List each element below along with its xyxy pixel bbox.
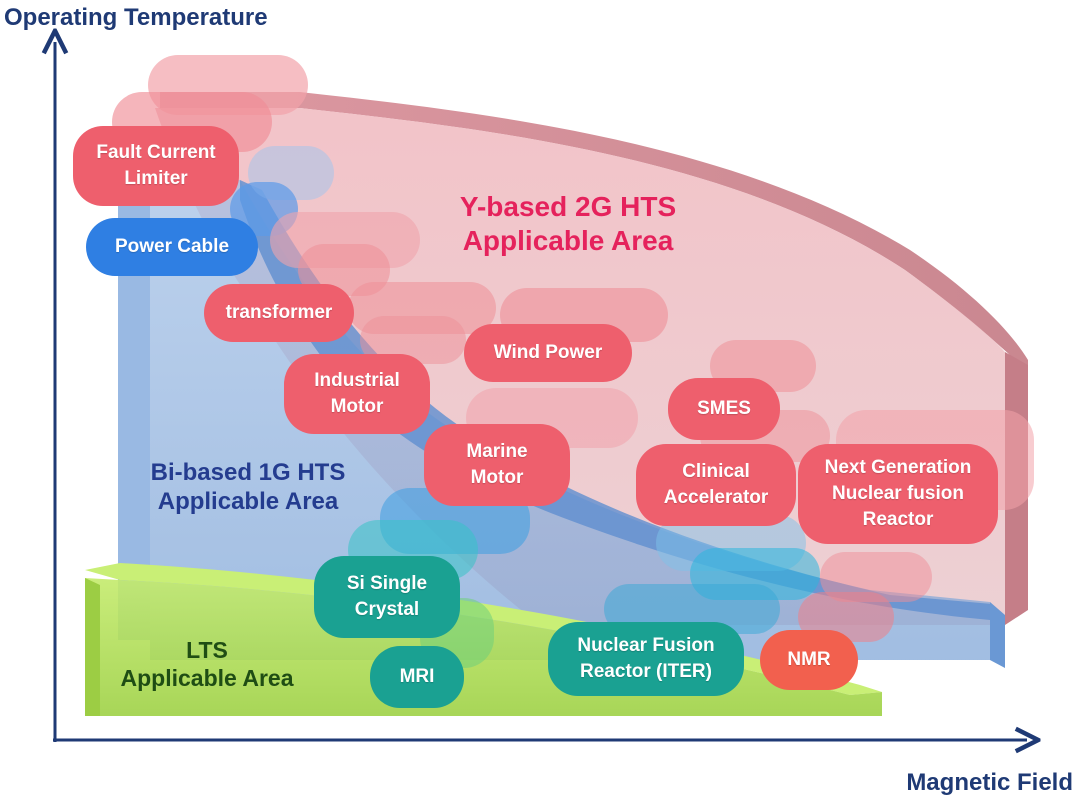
app-next-gen-fusion-reactor: Next Generation Nuclear fusion Reactor (798, 444, 998, 544)
y-axis-title: Operating Temperature (4, 4, 268, 31)
app-transformer: transformer (204, 284, 354, 342)
app-smes: SMES (668, 378, 780, 440)
app-clinical-accelerator: Clinical Accelerator (636, 444, 796, 526)
app-wind-power: Wind Power (464, 324, 632, 382)
app-nuclear-fusion-iter: Nuclear Fusion Reactor (ITER) (548, 622, 744, 696)
app-power-cable: Power Cable (86, 218, 258, 276)
y-2g-top-edge (160, 92, 1028, 372)
app-mri: MRI (370, 646, 464, 708)
bi-1g-area-label: Bi-based 1G HTS Applicable Area (150, 459, 346, 516)
y-2g-area-label: Y-based 2G HTS Applicable Area (459, 191, 677, 257)
bi-1g-back (118, 170, 150, 640)
lts-front-edge (85, 578, 100, 716)
app-marine-motor: Marine Motor (424, 424, 570, 506)
app-si-single-crystal: Si Single Crystal (314, 556, 460, 638)
app-nmr: NMR (760, 630, 858, 690)
bi-1g-end (990, 602, 1005, 668)
app-industrial-motor: Industrial Motor (284, 354, 430, 434)
x-axis-title: Magnetic Field (906, 769, 1073, 796)
y-2g-side (1005, 352, 1028, 625)
app-fault-current-limiter: Fault Current Limiter (73, 126, 239, 206)
lts-area-label: LTS Applicable Area (120, 637, 294, 692)
